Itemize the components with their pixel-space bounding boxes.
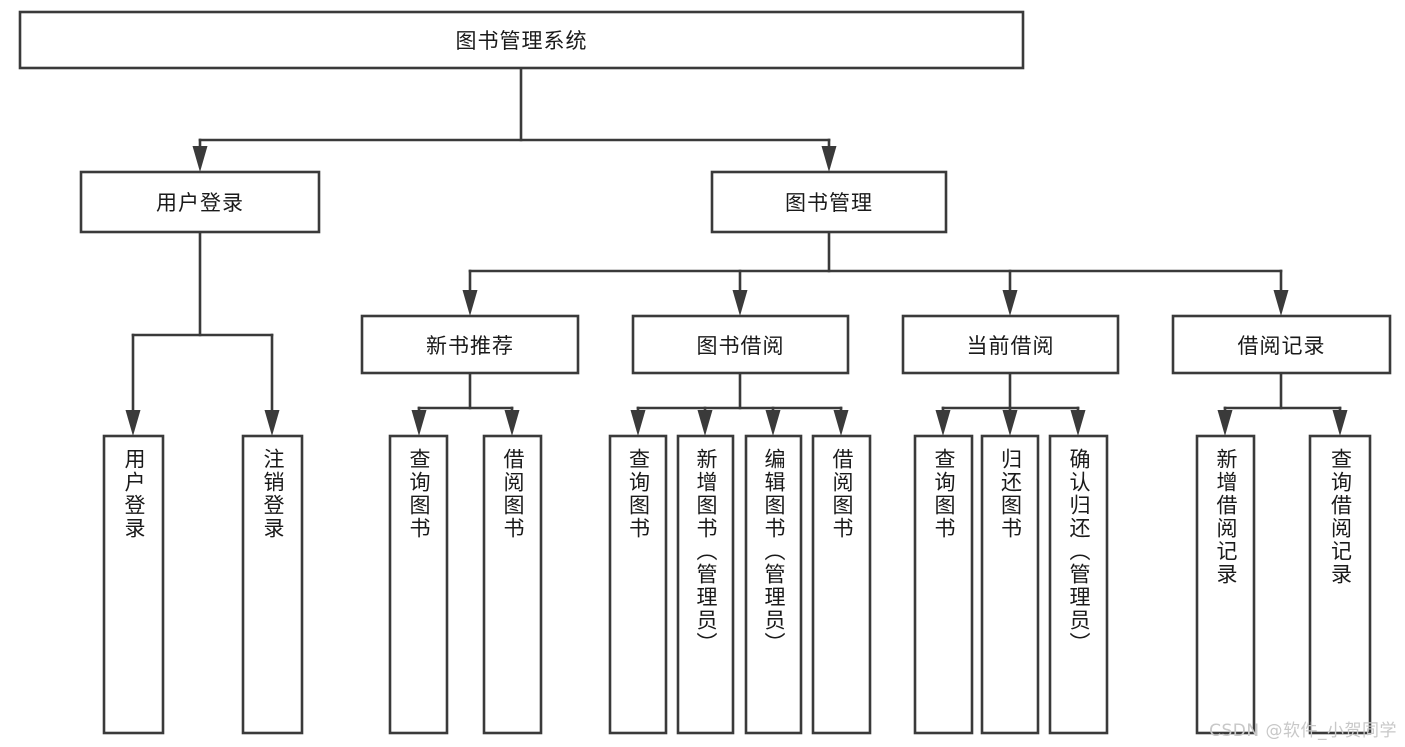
connector-group — [125, 230, 280, 436]
leaf-node-box[interactable] — [388, 434, 449, 735]
leaf-node-box[interactable] — [980, 434, 1040, 735]
level2-node-box[interactable] — [79, 170, 321, 234]
arrow-head-icon — [1002, 410, 1018, 436]
connector-group — [935, 371, 1086, 436]
leaf-node-box[interactable] — [241, 434, 304, 735]
arrow-head-icon — [192, 146, 208, 172]
connector-group — [1217, 371, 1348, 436]
leaf-node-box[interactable] — [482, 434, 543, 735]
arrow-head-icon — [935, 410, 951, 436]
arrow-head-icon — [462, 290, 478, 316]
leaf-node-box[interactable] — [913, 434, 974, 735]
level2-node-box[interactable] — [710, 170, 948, 234]
level3-node-box[interactable] — [631, 314, 850, 375]
arrow-head-icon — [1002, 290, 1018, 316]
leaf-node-box[interactable] — [1048, 434, 1109, 735]
level3-node-box[interactable] — [1171, 314, 1392, 375]
leaf-node-box[interactable] — [608, 434, 668, 735]
leaf-node-box[interactable] — [744, 434, 803, 735]
root-node-box[interactable] — [18, 10, 1025, 70]
level3-node-box[interactable] — [901, 314, 1120, 375]
arrow-head-icon — [732, 290, 748, 316]
leaf-node-box[interactable] — [811, 434, 872, 735]
connector-group — [192, 66, 837, 172]
arrow-head-icon — [504, 410, 520, 436]
arrow-head-icon — [125, 410, 141, 436]
arrow-head-icon — [697, 410, 713, 436]
level3-node-box[interactable] — [360, 314, 580, 375]
leaf-node-box[interactable] — [676, 434, 735, 735]
leaf-node-box[interactable] — [1308, 434, 1372, 735]
arrow-head-icon — [765, 410, 781, 436]
connector-group — [462, 230, 1289, 316]
arrow-head-icon — [264, 410, 280, 436]
arrow-head-icon — [833, 410, 849, 436]
arrow-head-icon — [821, 146, 837, 172]
arrow-head-icon — [1332, 410, 1348, 436]
arrow-head-icon — [411, 410, 427, 436]
arrow-head-icon — [630, 410, 646, 436]
connector-group — [411, 371, 520, 436]
arrow-head-icon — [1070, 410, 1086, 436]
leaf-node-box[interactable] — [102, 434, 165, 735]
connector-group — [630, 371, 849, 436]
arrow-head-icon — [1217, 410, 1233, 436]
leaf-node-box[interactable] — [1195, 434, 1256, 735]
arrow-head-icon — [1273, 290, 1289, 316]
